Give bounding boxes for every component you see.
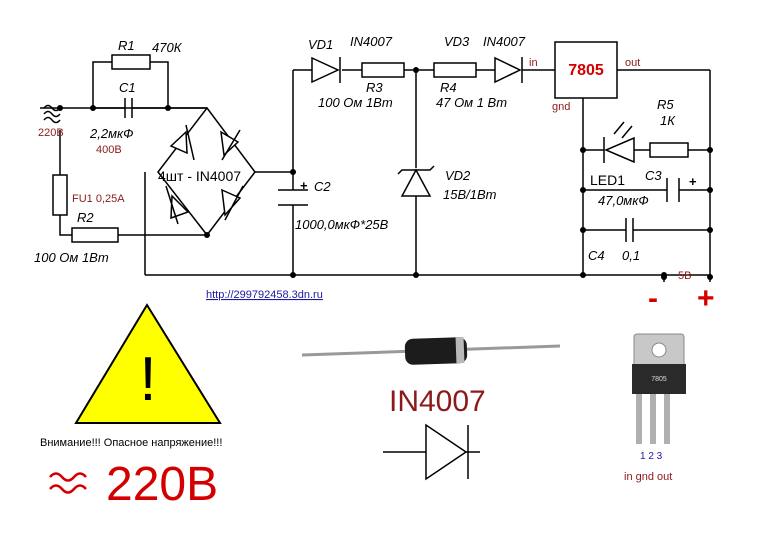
led1-diode xyxy=(603,121,635,164)
c3-capacitor xyxy=(666,178,680,202)
output-minus: - xyxy=(648,282,658,315)
vd1-part: IN4007 xyxy=(350,34,393,49)
c2-ref: C2 xyxy=(314,179,331,194)
c1-ref: C1 xyxy=(119,80,136,95)
output-voltage: 5В xyxy=(678,270,691,282)
led1-ref: LED1 xyxy=(590,172,625,188)
c3-ref: C3 xyxy=(645,168,662,183)
vd3-part: IN4007 xyxy=(483,34,526,49)
diode-bridge xyxy=(157,106,256,237)
c4-value: 0,1 xyxy=(622,248,640,263)
vd2-zener-diode xyxy=(397,165,435,197)
r3-ref: R3 xyxy=(366,80,383,95)
c2-polarity: + xyxy=(300,178,308,193)
bridge-label: 4шт - IN4007 xyxy=(158,168,241,184)
warning-triangle-icon xyxy=(74,303,222,424)
c3-polarity: + xyxy=(689,174,697,189)
vd1-diode xyxy=(311,56,341,84)
c2-value: 1000,0мкФ*25В xyxy=(295,217,389,232)
junction-dots xyxy=(57,67,713,280)
r2-resistor xyxy=(71,227,119,243)
r4-resistor xyxy=(433,62,477,78)
regulator-label: 7805 xyxy=(568,62,604,79)
warning-voltage: 220В xyxy=(106,458,218,511)
r2-value: 100 Ом 1Вт xyxy=(34,250,109,265)
regulator-out-label: out xyxy=(625,57,640,69)
warning-mark: ! xyxy=(139,345,156,414)
r5-ref: R5 xyxy=(657,97,674,112)
c1-value: 2,2мкФ xyxy=(89,126,133,141)
package-marking: 7805 xyxy=(651,376,667,383)
c4-ref: C4 xyxy=(588,248,605,263)
c3-value: 47,0мкФ xyxy=(598,193,649,208)
in4007-label: IN4007 xyxy=(389,385,486,418)
r4-ref: R4 xyxy=(440,80,457,95)
c1-capacitor xyxy=(124,98,168,118)
r3-resistor xyxy=(361,62,405,78)
r5-resistor xyxy=(649,142,689,158)
pin-numbers: 1 2 3 xyxy=(640,451,663,462)
pin-names: in gnd out xyxy=(624,471,672,483)
fuse-label: FU1 0,25А xyxy=(72,193,125,205)
warning-text: Внимание!!! Опасное напряжение!!! xyxy=(40,437,222,449)
output-plus: + xyxy=(697,282,715,315)
fuse-fu1 xyxy=(52,174,68,216)
c4-capacitor xyxy=(625,218,634,242)
c1-voltage: 400В xyxy=(96,144,122,156)
r3-value: 100 Ом 1Вт xyxy=(318,95,393,110)
diode-symbol-icon xyxy=(383,423,480,481)
regulator-gnd-label: gnd xyxy=(552,101,570,113)
vd2-value: 15В/1Вт xyxy=(443,187,497,202)
mains-voltage-label: 220В xyxy=(38,127,64,139)
r1-value: 470К xyxy=(152,40,183,55)
r1-ref: R1 xyxy=(118,38,135,53)
r5-value: 1К xyxy=(660,113,676,128)
regulator-7805 xyxy=(554,41,618,99)
site-link[interactable]: http://299792458.3dn.ru xyxy=(206,289,323,301)
vd3-ref: VD3 xyxy=(444,34,470,49)
r1-resistor xyxy=(111,54,151,70)
input-wiring xyxy=(40,61,711,282)
mains-wave-icon xyxy=(43,104,61,124)
c2-capacitor xyxy=(278,189,308,206)
vd3-diode xyxy=(494,56,523,84)
ac-wave-icon xyxy=(49,472,87,494)
r2-ref: R2 xyxy=(77,210,94,225)
in4007-photo xyxy=(301,337,561,365)
vd1-ref: VD1 xyxy=(308,37,333,52)
vd2-ref: VD2 xyxy=(445,168,471,183)
r4-value: 47 Ом 1 Вт xyxy=(436,95,507,110)
regulator-package-photo xyxy=(632,333,686,444)
regulator-in-label: in xyxy=(529,57,538,69)
